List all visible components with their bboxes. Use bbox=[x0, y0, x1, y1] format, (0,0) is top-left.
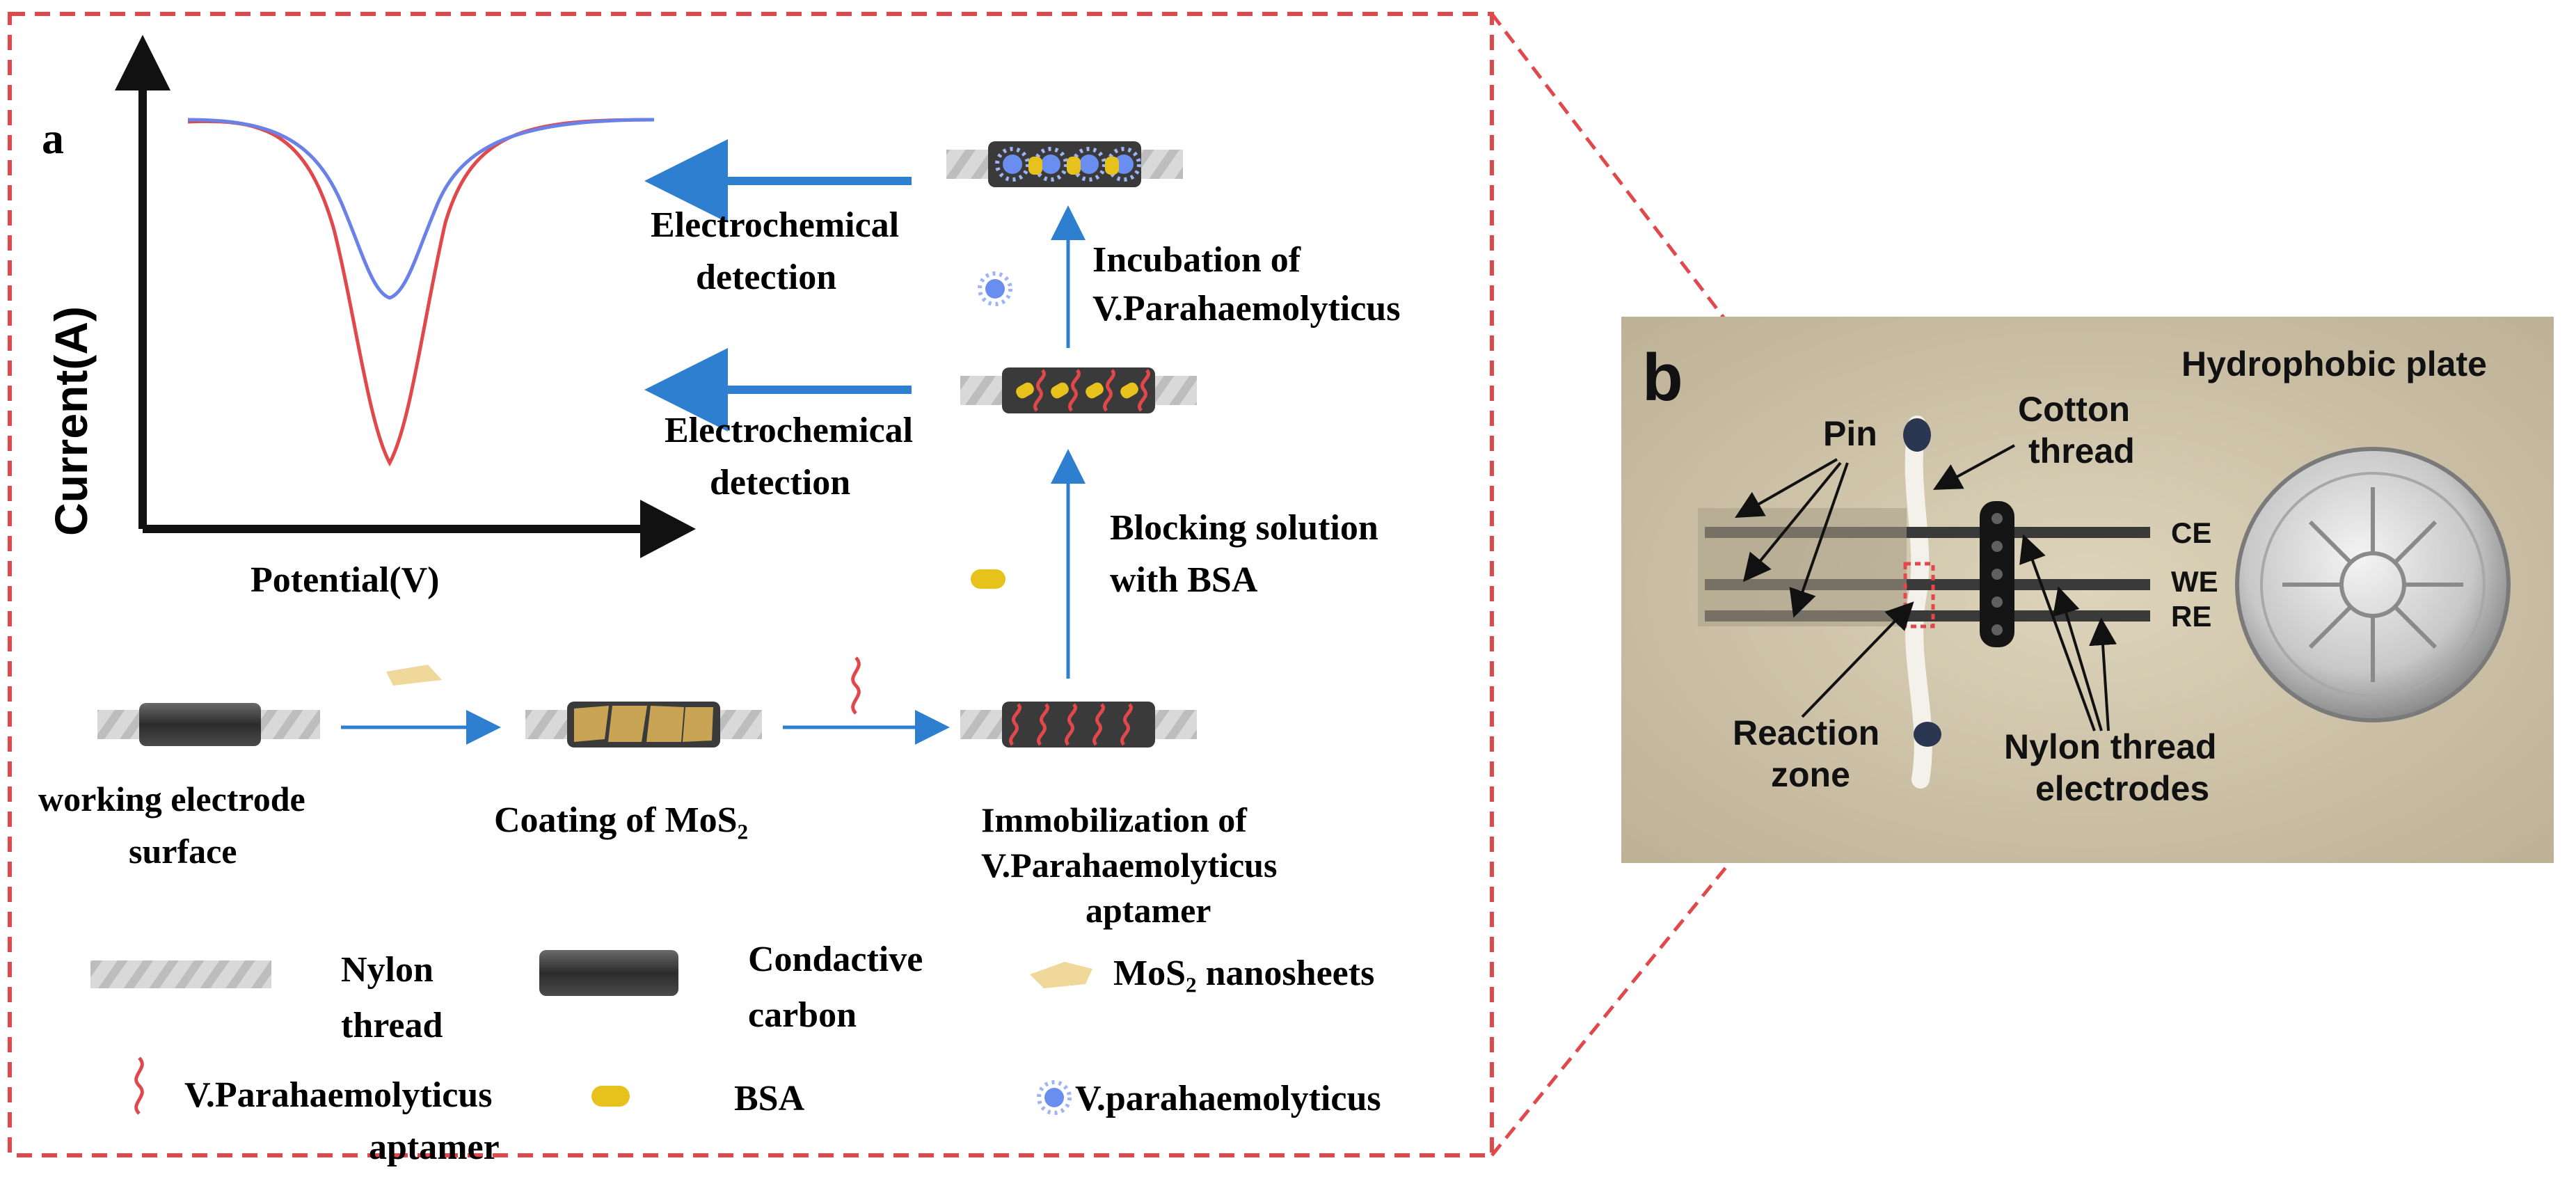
label-we: WE bbox=[2171, 565, 2218, 598]
label-pin: Pin bbox=[1823, 414, 1877, 453]
label-immobilization-2: V.Parahaemolyticus bbox=[981, 846, 1277, 885]
label-incubation-2: V.Parahaemolyticus bbox=[1092, 289, 1400, 329]
electrode-incubated bbox=[946, 141, 1183, 187]
label-detection-lower-1: Electrochemical bbox=[665, 411, 913, 450]
nylon-pointers bbox=[2019, 534, 2117, 731]
panel-b-label: b bbox=[1642, 340, 1683, 415]
legend-carbon-1: Condactive bbox=[748, 940, 923, 979]
cotton-thread bbox=[1905, 416, 1932, 789]
bound-layer bbox=[997, 149, 1139, 180]
cotton-knot-bottom bbox=[1914, 722, 1941, 747]
legend-nylon-swatch bbox=[90, 960, 271, 988]
label-cotton-1: Cotton bbox=[2018, 390, 2130, 429]
legend-carbon-2: carbon bbox=[748, 995, 857, 1035]
legend-carbon-swatch bbox=[539, 950, 678, 996]
label-detection-upper-1: Electrochemical bbox=[651, 205, 899, 245]
curve-red bbox=[187, 118, 655, 467]
mos2-flake-icon bbox=[386, 665, 442, 686]
label-ce: CE bbox=[2171, 516, 2211, 549]
legend-bsa: BSA bbox=[734, 1079, 805, 1118]
legend-nylon-2: thread bbox=[341, 1006, 443, 1045]
label-blocking-1: Blocking solution bbox=[1110, 508, 1378, 548]
legend-bacteria-swatch bbox=[1039, 1082, 1070, 1113]
label-working-electrode: working electrode bbox=[38, 780, 305, 818]
electrode-blocked bbox=[960, 367, 1197, 413]
pin-pointers bbox=[1735, 458, 1849, 618]
aptamer-layer bbox=[1009, 703, 1133, 746]
legend-bsa-swatch bbox=[591, 1086, 630, 1107]
label-nylon-1: Nylon thread bbox=[2004, 727, 2217, 766]
label-incubation-1: Incubation of bbox=[1092, 240, 1301, 280]
legend-mos2: MoS₂ nanosheets bbox=[1113, 954, 1374, 993]
voltammogram: Current(A) Potential(V) bbox=[45, 35, 696, 600]
aptamer-icon bbox=[851, 656, 861, 715]
electrode-working bbox=[97, 703, 320, 746]
bead-highlights bbox=[1991, 513, 2003, 635]
panel-a: a Current(A) Potential(V) working electr… bbox=[8, 12, 1929, 1167]
panel-b: b Hydrophobic plate Pin bbox=[1621, 317, 2554, 863]
label-blocking-2: with BSA bbox=[1110, 560, 1258, 600]
label-working-electrode-2: surface bbox=[129, 832, 237, 871]
legend-aptamer-1: V.Parahaemolyticus bbox=[184, 1075, 492, 1115]
label-cotton-2: thread bbox=[2028, 432, 2135, 470]
label-detection-lower-2: detection bbox=[710, 463, 850, 503]
panel-b-title: Hydrophobic plate bbox=[2181, 345, 2487, 383]
label-nylon-2: electrodes bbox=[2035, 769, 2209, 808]
coin-flower-icon bbox=[2282, 487, 2463, 682]
carbon-segment bbox=[988, 141, 1141, 187]
zoom-line-bottom bbox=[1490, 618, 1929, 1157]
pin-block bbox=[1698, 508, 1907, 626]
mos2-coating bbox=[574, 706, 713, 742]
legend-mos2-swatch bbox=[1030, 962, 1092, 988]
legend-aptamer-2: aptamer bbox=[369, 1127, 500, 1167]
label-re: RE bbox=[2171, 600, 2211, 633]
label-immobilization-1: Immobilization of bbox=[981, 800, 1248, 839]
panel-a-border bbox=[8, 12, 1494, 1157]
bsa-layer bbox=[1016, 382, 1138, 399]
carbon-segment bbox=[139, 703, 261, 746]
y-axis-label: Current(A) bbox=[45, 306, 97, 536]
coin-inner-ring bbox=[2260, 472, 2486, 697]
label-coating: Coating of MoS₂ bbox=[494, 800, 748, 840]
legend-aptamer-swatch bbox=[134, 1057, 144, 1115]
zoom-line-top bbox=[1490, 13, 1929, 586]
label-reaction-2: zone bbox=[1771, 755, 1850, 794]
reaction-pointer bbox=[1801, 601, 1914, 718]
y-axis-arrow bbox=[115, 35, 170, 90]
label-immobilization-3: aptamer bbox=[1086, 891, 1211, 930]
legend-nylon-1: Nylon bbox=[341, 950, 434, 990]
bacterium-icon bbox=[980, 274, 1010, 304]
curve-blue bbox=[187, 118, 655, 300]
x-axis-arrow bbox=[640, 500, 696, 558]
coin bbox=[2235, 447, 2511, 722]
panel-a-label: a bbox=[42, 113, 64, 163]
legend: Nylon thread Condactive carbon MoS₂ nano… bbox=[90, 940, 1381, 1167]
label-reaction-1: Reaction bbox=[1733, 713, 1879, 752]
electrode-coated bbox=[525, 702, 762, 747]
electrode-aptamer bbox=[960, 702, 1197, 747]
bsa-icon bbox=[971, 569, 1005, 589]
aptamer-layer bbox=[1033, 369, 1150, 412]
cotton-knot-top bbox=[1903, 418, 1931, 452]
x-axis-label: Potential(V) bbox=[251, 560, 439, 600]
legend-bacteria: V.parahaemolyticus bbox=[1075, 1079, 1381, 1118]
reaction-zone-box bbox=[1903, 562, 1935, 628]
label-detection-upper-2: detection bbox=[696, 258, 836, 297]
cotton-pointer bbox=[1932, 444, 2015, 490]
